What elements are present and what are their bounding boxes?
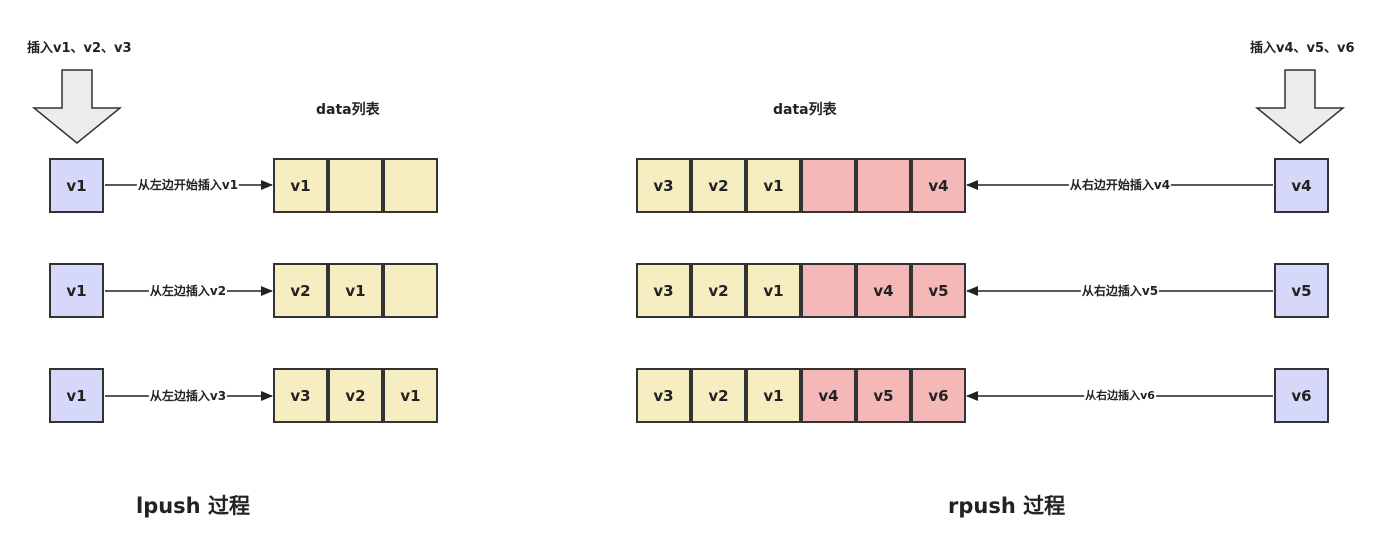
list-cell: v5 [911, 263, 966, 318]
list-cell: v4 [911, 158, 966, 213]
left-arrow-label: 从左边插入v3 [148, 389, 228, 403]
list-cell [383, 263, 438, 318]
right-source-node: v4 [1274, 158, 1329, 213]
list-cell: v1 [328, 263, 383, 318]
list-cell: v5 [856, 368, 911, 423]
list-cell: v4 [801, 368, 856, 423]
right-source-node: v5 [1274, 263, 1329, 318]
right-down-arrow-icon [1254, 69, 1346, 144]
list-cell: v1 [383, 368, 438, 423]
list-cell [383, 158, 438, 213]
list-cell: v1 [273, 158, 328, 213]
right-source-node: v6 [1274, 368, 1329, 423]
left-source-node: v1 [49, 158, 104, 213]
list-cell: v1 [746, 158, 801, 213]
left-arrow-label: 从左边开始插入v1 [136, 178, 240, 192]
list-cell: v3 [636, 158, 691, 213]
list-cell: v3 [273, 368, 328, 423]
right-arrow-label: 从右边插入v6 [1084, 389, 1156, 403]
list-cell: v6 [911, 368, 966, 423]
rpush-title: rpush 过程 [948, 494, 1066, 518]
list-cell: v2 [273, 263, 328, 318]
left-list-label: data列表 [316, 102, 380, 118]
list-cell [801, 158, 856, 213]
left-down-arrow-icon [31, 69, 123, 144]
list-cell: v3 [636, 368, 691, 423]
right-arrow-label: 从右边插入v5 [1080, 284, 1160, 298]
list-cell: v2 [691, 158, 746, 213]
right-list-label: data列表 [773, 102, 837, 118]
left-insert-label: 插入v1、v2、v3 [27, 41, 132, 56]
left-arrow-label: 从左边插入v2 [148, 284, 228, 298]
right-arrow-label: 从右边开始插入v4 [1068, 178, 1172, 192]
list-cell: v1 [746, 368, 801, 423]
list-cell [801, 263, 856, 318]
list-cell [328, 158, 383, 213]
list-cell [856, 158, 911, 213]
left-source-node: v1 [49, 263, 104, 318]
list-cell: v1 [746, 263, 801, 318]
list-cell: v4 [856, 263, 911, 318]
left-source-node: v1 [49, 368, 104, 423]
list-cell: v2 [691, 263, 746, 318]
list-cell: v2 [328, 368, 383, 423]
lpush-title: lpush 过程 [136, 494, 250, 518]
list-cell: v3 [636, 263, 691, 318]
list-cell: v2 [691, 368, 746, 423]
right-insert-label: 插入v4、v5、v6 [1250, 41, 1355, 56]
